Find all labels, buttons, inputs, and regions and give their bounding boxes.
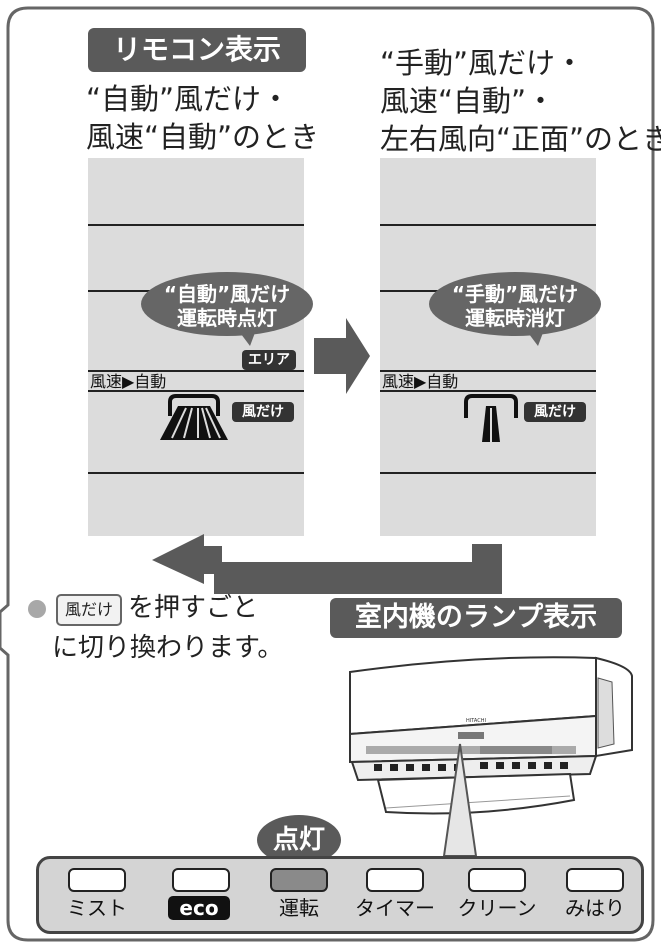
- kaze-button-icon: 風だけ: [56, 594, 122, 626]
- indicator-eco-label: eco: [168, 896, 230, 920]
- right-caption-line-1: “手動”風だけ・: [380, 46, 585, 80]
- right-speech-bubble: [429, 272, 601, 346]
- right-caption-line-2: 風速“自動”・: [380, 84, 556, 118]
- callout-beam: [442, 743, 478, 857]
- remote-display-header: リモコン表示: [88, 28, 306, 72]
- indicator-watch-label: みはり: [565, 896, 625, 920]
- indicator-mist-label: ミスト: [67, 896, 127, 920]
- indicator-timer-lamp: [366, 868, 424, 892]
- area-badge: エリア: [242, 350, 296, 370]
- right-arrow-icon: [314, 318, 370, 394]
- svg-text:HITACHI: HITACHI: [466, 718, 486, 724]
- right-kaze-badge: 風だけ: [524, 402, 586, 422]
- indicator-operation-lamp: [270, 868, 328, 892]
- left-kaze-badge: 風だけ: [232, 402, 294, 422]
- right-bubble-line-2: 運転時消灯: [465, 306, 565, 330]
- left-caption-line-1: “自動”風だけ・: [86, 82, 291, 116]
- indicator-eco-lamp: [172, 868, 230, 892]
- air-conditioner-illustration: HITACHI: [349, 656, 633, 815]
- right-bubble-line-1: “手動”風だけ: [451, 282, 579, 306]
- front-wind-fan-icon: [464, 394, 518, 442]
- right-speed-label: 風速▶自動: [382, 372, 459, 391]
- left-speech-bubble: [141, 272, 313, 346]
- indicator-timer-label: タイマー: [355, 896, 435, 920]
- right-caption-line-3: 左右風向“正面”のとき: [380, 122, 661, 156]
- indicator-clean-lamp: [468, 868, 526, 892]
- bullet-dot: [28, 600, 46, 618]
- indicator-watch-lamp: [566, 868, 624, 892]
- left-speed-label: 風速▶自動: [90, 372, 167, 391]
- left-bubble-line-1: “自動”風だけ: [163, 282, 291, 306]
- right-remote-display: [380, 158, 596, 536]
- return-arrow-icon: [152, 534, 502, 594]
- lit-label: 点灯: [272, 825, 325, 855]
- note-line-1: を押すご: [128, 593, 233, 623]
- indoor-lamp-header: 室内機のランプ表示: [330, 598, 622, 638]
- indicator-operation-label: 運転: [279, 896, 319, 920]
- note-line-2: に切り換わります。: [52, 633, 284, 663]
- indicator-clean-label: クリーン: [457, 896, 537, 920]
- left-remote-display: [88, 158, 304, 536]
- indicator-mist-lamp: [68, 868, 126, 892]
- note-line-1-tail: と: [232, 593, 259, 623]
- left-caption-line-2: 風速“自動”のとき: [86, 120, 320, 154]
- indicator-panel: [36, 856, 644, 934]
- left-bubble-line-2: 運転時点灯: [177, 306, 277, 330]
- auto-wind-fan-icon: [160, 394, 228, 440]
